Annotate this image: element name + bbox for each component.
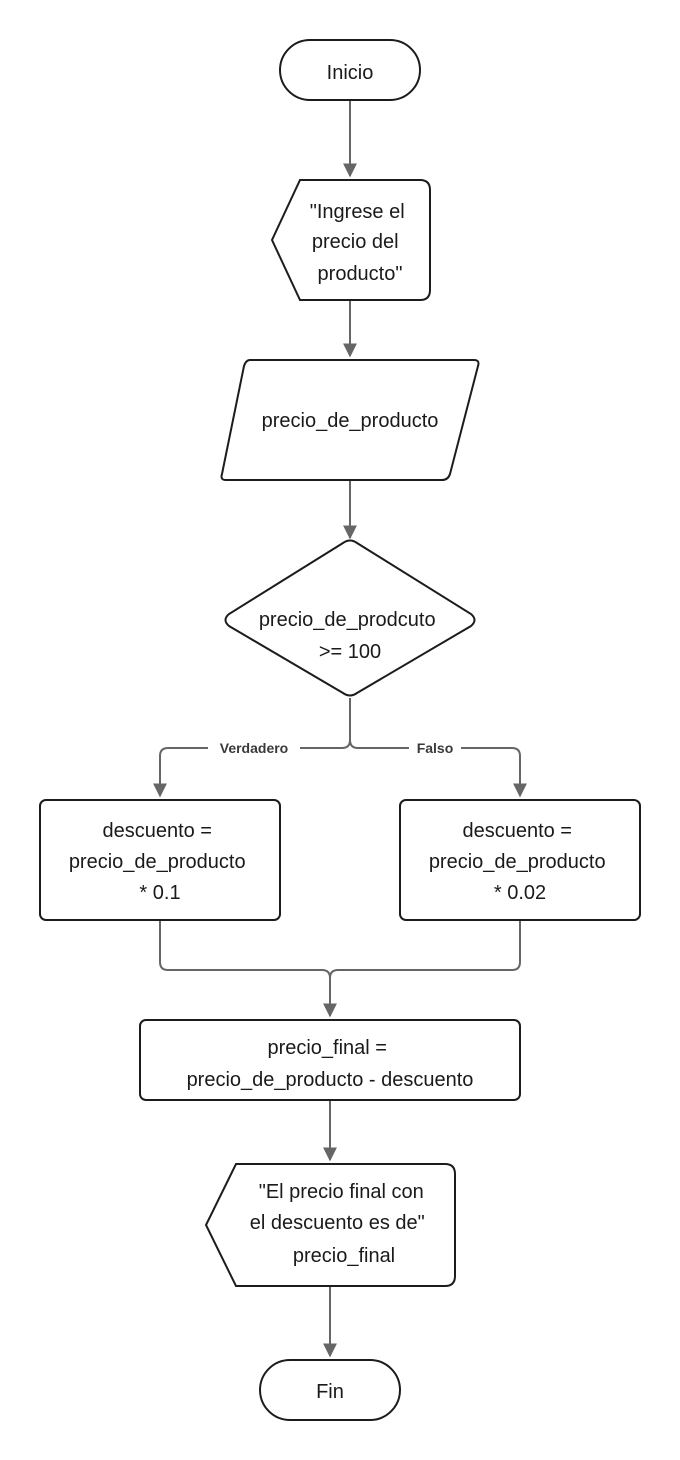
node-true-line-1: descuento = [102,820,212,842]
svg-text:precio_de_prodcuto >= 10: precio_de_prodcuto >= 100 [259,609,441,663]
node-end-line-1: Fin [316,1381,344,1403]
svg-text:Fin: Fin [316,1381,344,1403]
node-decision-line-2: >= 100 [319,641,381,663]
node-true-line-2: precio_de_producto [69,851,246,873]
node-output-line-1: "El precio final con [259,1181,424,1203]
edge-false-to-final [329,920,521,979]
svg-text:precio_final = precio_de: precio_final = precio_de_producto - desc… [187,1037,474,1091]
node-start: Inicio [279,39,421,101]
node-final-calc: precio_final = precio_de_producto - desc… [139,1019,521,1101]
edge-label-true-text: Verdadero [220,740,288,756]
svg-text:"El precio final con el: "El precio final con el descuento es de"… [250,1181,431,1267]
edge-decision-false [349,739,527,798]
node-input: precio_de_producto [220,359,480,481]
node-input-line-1: precio_de_producto [262,410,439,432]
node-output-line-2: el descuento es de" [250,1212,425,1234]
node-output-line-3: precio_final [293,1245,395,1267]
node-prompt-line-3: producto" [318,263,403,285]
node-prompt-display: "Ingrese el precio del producto" [270,179,431,301]
edges [153,100,527,1358]
node-final-line-1: precio_final = [267,1037,387,1059]
svg-text:Inicio: Inicio [327,62,374,84]
node-end: Fin [259,1359,401,1421]
node-true-process: descuento = precio_de_producto * 0.1 [39,799,281,921]
edge-label-true: Verdadero [208,739,300,757]
node-prompt-line-2: precio del [312,231,399,253]
edge-label-false-text: Falso [417,740,454,756]
node-false-line-2: precio_de_producto [429,851,606,873]
node-decision-line-1: precio_de_prodcuto [259,609,436,631]
node-false-process: descuento = precio_de_producto * 0.02 [399,799,641,921]
svg-text:"Ingrese el precio del: "Ingrese el precio del producto" [310,201,411,285]
node-false-line-1: descuento = [462,820,572,842]
svg-text:precio_de_producto: precio_de_producto [262,410,439,432]
node-output-display: "El precio final con el descuento es de"… [204,1163,456,1287]
svg-text:descuento = precio_de_pr: descuento = precio_de_producto * 0.02 [429,820,611,904]
node-start-line-1: Inicio [327,62,374,84]
node-prompt-line-1: "Ingrese el [310,201,405,223]
edge-true-to-final [159,920,337,1018]
edge-label-false: Falso [409,739,461,757]
node-final-line-2: precio_de_producto - descuento [187,1069,474,1091]
node-true-line-3: * 0.1 [139,882,180,904]
node-decision: precio_de_prodcuto >= 100 [224,539,476,697]
svg-text:descuento = precio_de_pr: descuento = precio_de_producto * 0.1 [69,820,251,904]
node-false-line-3: * 0.02 [494,882,546,904]
